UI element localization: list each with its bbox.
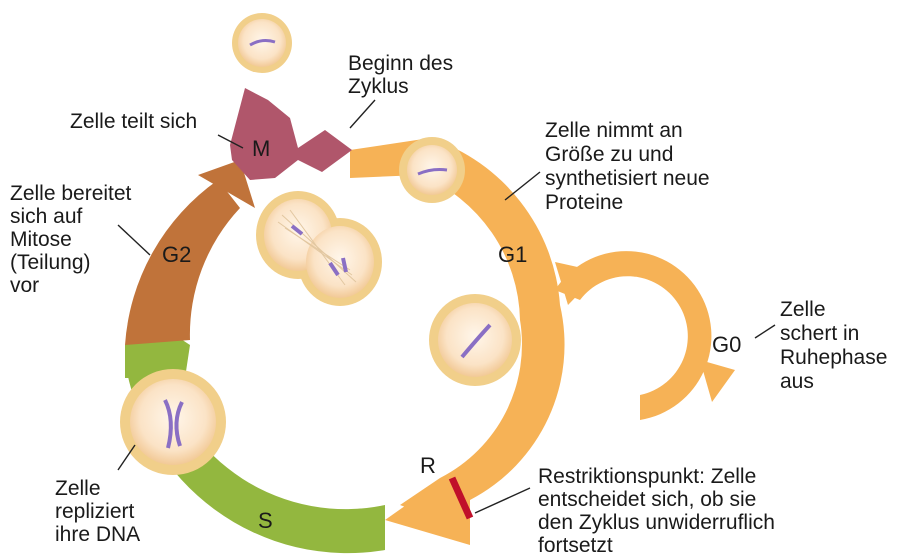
daughter-cell	[232, 13, 292, 73]
mitosis-cell	[256, 191, 382, 306]
label-resting: Zelle schert in Ruhephase aus	[780, 298, 893, 393]
leader-prepares	[118, 225, 150, 255]
s-cell	[120, 369, 226, 475]
leader-replicates	[118, 445, 135, 470]
leader-grows	[505, 172, 540, 200]
m-arrow	[230, 88, 352, 180]
leader-resting	[755, 325, 775, 338]
label-grows: Zelle nimmt an Größe zu und synthetisier…	[545, 119, 715, 214]
restriction-point-label: R	[420, 453, 436, 478]
phase-g1-label: G1	[498, 242, 527, 267]
phase-s-label: S	[258, 508, 273, 533]
label-replicates: Zelle repliziert ihre DNA	[55, 477, 140, 546]
label-prepares: Zelle bereitet sich auf Mitose (Teilung)…	[10, 182, 137, 297]
phase-g2-label: G2	[162, 242, 191, 267]
phase-m-label: M	[252, 136, 270, 161]
leader-start	[350, 100, 375, 128]
label-restriction: Restriktionspunkt: Zelle entscheidet sic…	[538, 465, 781, 557]
phase-g0-label: G0	[712, 332, 741, 357]
g0-arrowhead-bottom	[700, 360, 735, 402]
g1-small-cell	[399, 137, 465, 203]
g1-large-cell	[429, 294, 521, 386]
label-divides: Zelle teilt sich	[70, 110, 197, 133]
label-start: Beginn des Zyklus	[348, 52, 459, 98]
